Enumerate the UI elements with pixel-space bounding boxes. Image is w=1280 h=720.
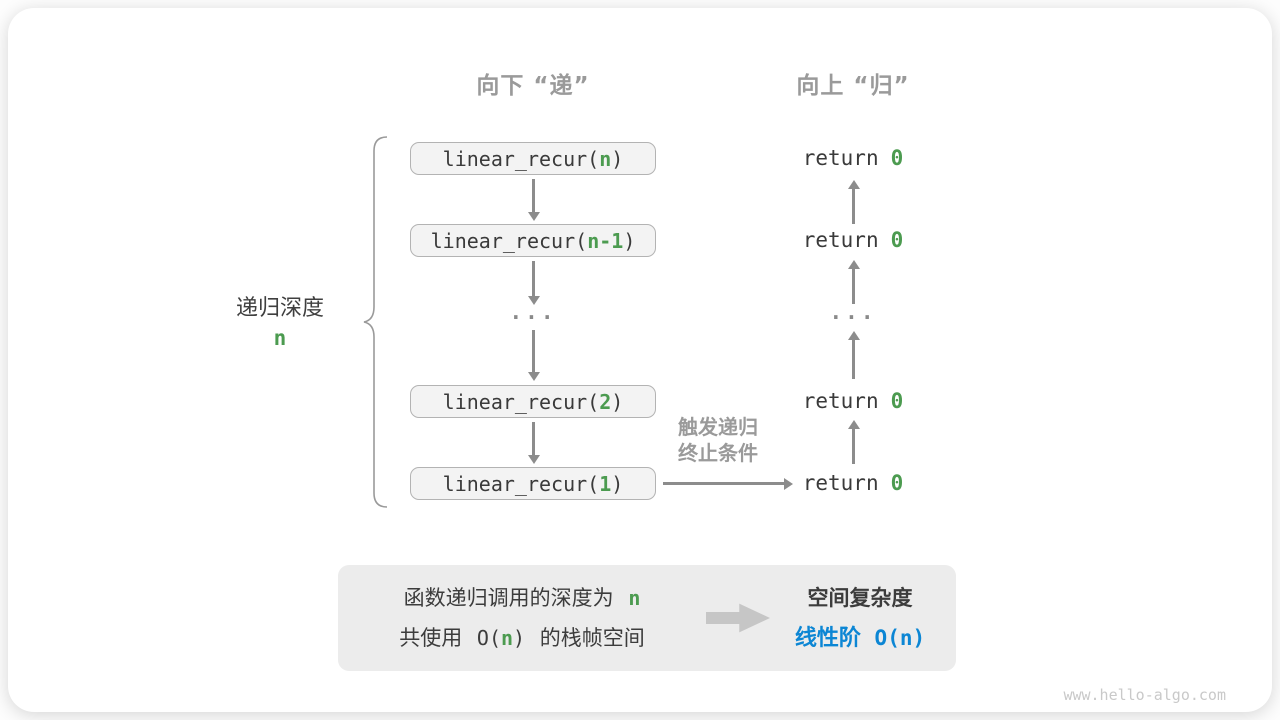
summary-line1-text: 函数递归调用的深度为 bbox=[403, 586, 614, 610]
call-fn: linear_recur bbox=[442, 146, 588, 171]
arrow-down-icon bbox=[527, 330, 540, 381]
call-fn: linear_recur bbox=[442, 389, 588, 414]
summary-result: 空间复杂度 线性阶 O(n) bbox=[770, 578, 956, 659]
call-box-1: linear_recur(1) bbox=[410, 467, 656, 500]
return-value: 0 bbox=[890, 389, 904, 413]
arrow-up-icon bbox=[847, 420, 860, 464]
summary-explanation: 函数递归调用的深度为 n 共使用 O(n) 的栈帧空间 bbox=[338, 578, 706, 658]
depth-label-text: 递归深度 bbox=[235, 296, 324, 321]
summary-line1: 函数递归调用的深度为 n bbox=[338, 578, 706, 618]
arrow-right-icon bbox=[663, 477, 793, 490]
call-arg: n-1 bbox=[587, 228, 624, 253]
paren-close: ) bbox=[611, 389, 624, 414]
arrow-up-icon bbox=[847, 180, 860, 224]
return-keyword: return bbox=[802, 146, 879, 170]
return-row: return 0 bbox=[773, 227, 933, 253]
paren-close: ) bbox=[623, 228, 636, 253]
return-keyword: return bbox=[802, 389, 879, 413]
return-row: return 0 bbox=[773, 145, 933, 171]
call-arg: 1 bbox=[599, 471, 612, 496]
call-box-n-1: linear_recur(n-1) bbox=[410, 224, 656, 257]
call-fn: linear_recur bbox=[442, 471, 588, 496]
summary-line2-post: 的栈帧空间 bbox=[539, 626, 645, 650]
call-arg: n bbox=[599, 146, 612, 171]
big-o-open: O( bbox=[476, 626, 501, 650]
call-arg: 2 bbox=[599, 389, 612, 414]
column-header-ascend: 向上 “归” bbox=[796, 73, 910, 99]
return-value: 0 bbox=[890, 146, 904, 170]
big-o-close: ) bbox=[513, 626, 526, 650]
paren-open: ( bbox=[587, 146, 600, 171]
trigger-label: 触发递归 终止条件 bbox=[648, 414, 788, 466]
arrow-up-icon bbox=[847, 260, 860, 304]
result-title: 空间复杂度 bbox=[807, 585, 913, 610]
ellipsis-right: ... bbox=[829, 300, 877, 324]
big-o-var: n bbox=[501, 626, 514, 650]
return-value: 0 bbox=[890, 228, 904, 252]
result-value-cn: 线性阶 bbox=[794, 625, 861, 651]
return-value: 0 bbox=[890, 471, 904, 495]
summary-panel: 函数递归调用的深度为 n 共使用 O(n) 的栈帧空间 空间复杂度 线性阶 O(… bbox=[338, 565, 956, 671]
paren-open: ( bbox=[575, 228, 588, 253]
summary-line1-var: n bbox=[628, 586, 641, 610]
trigger-line2: 终止条件 bbox=[678, 441, 758, 465]
ellipsis-left: ... bbox=[509, 300, 557, 324]
arrow-down-icon bbox=[527, 179, 540, 221]
paren-close: ) bbox=[611, 471, 624, 496]
implies-arrow-icon bbox=[706, 603, 770, 633]
summary-line2-pre: 共使用 bbox=[399, 626, 463, 650]
result-value-bigo: O(n) bbox=[874, 625, 926, 650]
call-box-n: linear_recur(n) bbox=[410, 142, 656, 175]
return-row: return 0 bbox=[773, 470, 933, 496]
arrow-down-icon bbox=[527, 422, 540, 464]
depth-var-n: n bbox=[273, 326, 287, 350]
return-keyword: return bbox=[802, 471, 879, 495]
return-row: return 0 bbox=[773, 388, 933, 414]
trigger-line1: 触发递归 bbox=[678, 415, 758, 439]
paren-open: ( bbox=[587, 389, 600, 414]
column-header-descend: 向下 “递” bbox=[476, 73, 590, 99]
paren-close: ) bbox=[611, 146, 624, 171]
depth-var: n bbox=[200, 326, 360, 350]
arrow-down-icon bbox=[527, 261, 540, 305]
result-value: 线性阶 O(n) bbox=[770, 618, 950, 659]
call-box-2: linear_recur(2) bbox=[410, 385, 656, 418]
return-keyword: return bbox=[802, 228, 879, 252]
watermark: www.hello-algo.com bbox=[1063, 686, 1226, 704]
depth-label: 递归深度 bbox=[200, 290, 360, 322]
call-fn: linear_recur bbox=[430, 228, 576, 253]
curly-brace bbox=[363, 136, 388, 508]
diagram-card: 向下 “递” 向上 “归” 递归深度 n linear_recur(n) lin… bbox=[8, 8, 1272, 712]
summary-line2: 共使用 O(n) 的栈帧空间 bbox=[338, 618, 706, 658]
paren-open: ( bbox=[587, 471, 600, 496]
arrow-up-icon bbox=[847, 331, 860, 379]
